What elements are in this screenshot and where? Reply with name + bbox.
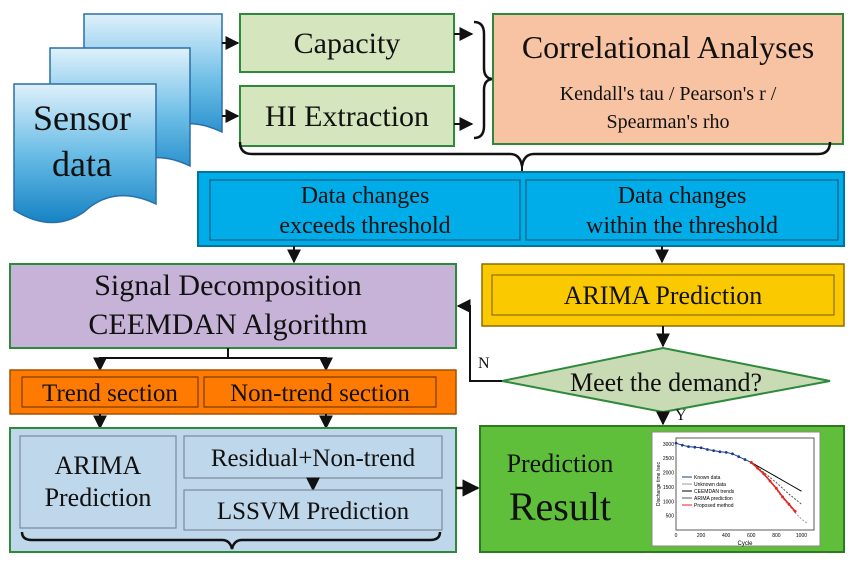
chart-y-tick-label: 500 [666, 514, 675, 520]
chart-point [781, 495, 785, 499]
chart-point [762, 472, 766, 476]
chart-point [787, 502, 791, 506]
residual-box [183, 435, 443, 479]
decision-diamond [501, 346, 831, 414]
correlation-methods-line1: Kendall's tau / Pearson's r / [560, 83, 777, 105]
capacity-box [239, 13, 455, 73]
result-line1: Prediction [507, 449, 614, 478]
chart-x-tick-label: 200 [697, 533, 706, 539]
chart-point [749, 461, 753, 464]
sensor-label-line2: data [52, 144, 112, 184]
chart-y-tick-label: 2000 [663, 471, 674, 477]
chart-point [737, 455, 741, 459]
chart-point [674, 441, 678, 445]
within-threshold-box [525, 179, 839, 241]
right-brace [473, 20, 493, 140]
chart-legend-entry: Known data [694, 475, 721, 481]
chart-point [718, 450, 722, 454]
arima-top-label: ARIMA Prediction [564, 281, 763, 310]
chart-series-line [750, 461, 796, 512]
trend-section-box [21, 376, 199, 408]
residual-label: Residual+Non-trend [211, 445, 416, 472]
lssvm-label: LSSVM Prediction [217, 498, 410, 525]
chart-series-line [750, 462, 809, 525]
arrow-no-path [456, 299, 502, 382]
chart-y-tick-label: 1000 [663, 499, 674, 505]
chart-point [731, 452, 734, 456]
result-line2: Result [509, 484, 611, 529]
chart-series-line [751, 462, 802, 492]
chart-point [680, 443, 684, 447]
chart-legend-entry: Proposed method [694, 503, 734, 509]
chart-point [793, 509, 797, 513]
arima-bottom-line1: ARIMA [55, 451, 142, 480]
yes-label: Y [675, 407, 687, 424]
arima-top-box [481, 263, 845, 327]
hi-extraction-label: HI Extraction [265, 100, 429, 133]
decomposition-split-right [228, 357, 333, 372]
arima-bottom-line2: Prediction [45, 483, 152, 512]
decomposition-split [93, 348, 229, 372]
chart-point [774, 486, 778, 490]
chart-x-tick-label: 800 [772, 533, 781, 539]
sensor-label-line1: Sensor [33, 98, 131, 138]
correlation-title: Correlational Analyses [522, 29, 814, 65]
nontrend-label: Non-trend section [230, 380, 410, 407]
chart-point [724, 450, 728, 454]
chart-point [756, 466, 759, 470]
chart-point [743, 458, 747, 461]
chart-legend-entry: CEEMDAN trends [694, 489, 735, 495]
chart-plot-area [675, 437, 815, 531]
chart-y-tick-label: 3000 [663, 442, 674, 448]
decomposition-line1: Signal Decomposition [94, 269, 361, 302]
chart-point [705, 448, 709, 451]
bottom-brace [20, 531, 442, 550]
lssvm-box [183, 489, 443, 531]
decomposition-line2: CEEMDAN Algorithm [88, 308, 367, 341]
chart-x-tick-label: 400 [722, 533, 731, 539]
capacity-label: Capacity [294, 27, 401, 60]
chart-legend-entry: ARIMA prediction [694, 496, 733, 502]
chart-y-tick-label: 1500 [663, 485, 674, 491]
correlation-box [492, 13, 844, 145]
decision-label: Meet the demand? [570, 368, 762, 397]
threshold-row [197, 171, 845, 247]
chart-x-tick-label: 0 [675, 533, 678, 539]
exceeds-line2: exceeds threshold [279, 213, 450, 239]
chart-point [699, 446, 703, 450]
result-chart: 0 200 400 600 800 1000 500 1000 1500 2000 2500 3000… [651, 431, 821, 547]
chart-point [768, 479, 772, 483]
chart-y-tick-label: 2500 [663, 456, 674, 462]
chart-point [712, 449, 716, 453]
chart-ylabel: Discharge time /sec [656, 462, 662, 506]
exceeds-line1: Data changes [301, 183, 430, 209]
chart-point [693, 445, 697, 449]
within-line1: Data changes [618, 183, 747, 209]
chart-x-tick-label: 1000 [796, 533, 807, 539]
correlation-methods-line2: Spearman's rho [606, 111, 729, 133]
hi-extraction-box [239, 85, 455, 147]
arima-bottom-box [19, 435, 177, 529]
chart-xlabel: Cycle [737, 541, 753, 547]
decomposition-box [9, 263, 457, 349]
trend-label: Trend section [42, 380, 178, 407]
no-label: N [478, 355, 490, 372]
chart-x-tick-label: 600 [747, 533, 756, 539]
nontrend-section-box [203, 376, 437, 408]
chart-legend-entry: Unknown data [694, 482, 726, 488]
sensor-data-documents [13, 13, 223, 224]
within-line2: within the threshold [586, 213, 778, 239]
chart-point [687, 445, 690, 449]
exceeds-threshold-box [209, 179, 521, 241]
arima-top-inner [491, 274, 835, 316]
